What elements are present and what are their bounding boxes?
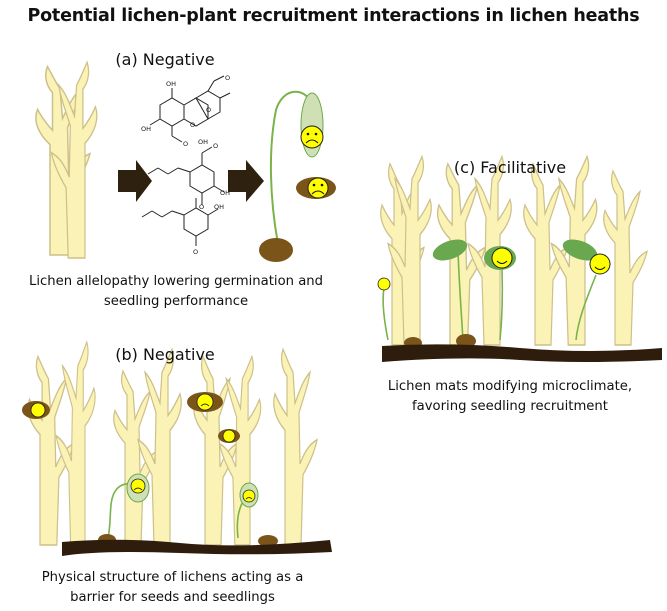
- panel-c-lichens: [379, 155, 648, 346]
- panel-a-lichen: [35, 61, 98, 259]
- happy-face-icon: [589, 253, 611, 275]
- sad-face-icon: [300, 125, 324, 149]
- happy-face-icon: [491, 247, 513, 269]
- panel-b-seedlings: [22, 392, 278, 547]
- atom-label: O: [193, 248, 198, 256]
- atom-label: O: [225, 74, 230, 82]
- arrow-icon: [228, 160, 264, 202]
- caption-line: seedling performance: [103, 294, 249, 309]
- atom-label: OH: [166, 80, 176, 88]
- seed-icon: [259, 238, 293, 262]
- atom-label: OH: [141, 125, 151, 133]
- caption-line: barrier for seeds and seedlings: [70, 590, 275, 605]
- ground-strip: [62, 539, 332, 556]
- atom-label: OH: [220, 189, 230, 197]
- panel-c-heading: (c) Facilitative: [453, 158, 567, 177]
- sad-face-icon: [30, 402, 46, 418]
- atom-label: OH: [198, 138, 208, 146]
- panel-b-heading: (b) Negative: [115, 345, 215, 364]
- ground-strip: [382, 344, 662, 362]
- arrow-icon: [118, 160, 152, 202]
- figure-title: Potential lichen-plant recruitment inter…: [27, 6, 640, 26]
- panel-c-caption: Lichen mats modifying microclimate, favo…: [360, 377, 660, 417]
- usnic-acid-molecule: [149, 75, 231, 143]
- panel-a-heading: (a) Negative: [115, 50, 215, 69]
- atom-label: O: [190, 121, 195, 129]
- atom-label: O: [213, 142, 218, 150]
- panel-c-seedlings: [377, 239, 611, 349]
- sad-face-icon: [222, 429, 236, 443]
- happy-face-icon: [377, 277, 391, 291]
- atom-label: O: [199, 203, 204, 211]
- caption-line: favoring seedling recruitment: [412, 399, 608, 414]
- panel-b-caption: Physical structure of lichens acting as …: [0, 568, 345, 608]
- panel-b-lichens: [27, 341, 318, 546]
- atom-label: OH: [214, 203, 224, 211]
- atom-label: O: [206, 106, 211, 114]
- panel-a-caption: Lichen allelopathy lowering germination …: [2, 272, 350, 312]
- molecule-labels: OH O O OH O O OH OH O O OH O: [141, 74, 230, 256]
- atom-label: O: [183, 140, 188, 148]
- sad-face-icon: [130, 478, 146, 494]
- caption-line: Lichen allelopathy lowering germination …: [28, 274, 324, 289]
- caption-line: Physical structure of lichens acting as …: [41, 570, 304, 585]
- sad-face-icon: [307, 177, 329, 199]
- caption-line: Lichen mats modifying microclimate,: [387, 379, 633, 394]
- depside-molecule: [141, 146, 225, 246]
- sad-face-icon: [242, 489, 256, 503]
- sad-face-icon: [196, 393, 214, 411]
- panel-a-seedling: [259, 90, 336, 262]
